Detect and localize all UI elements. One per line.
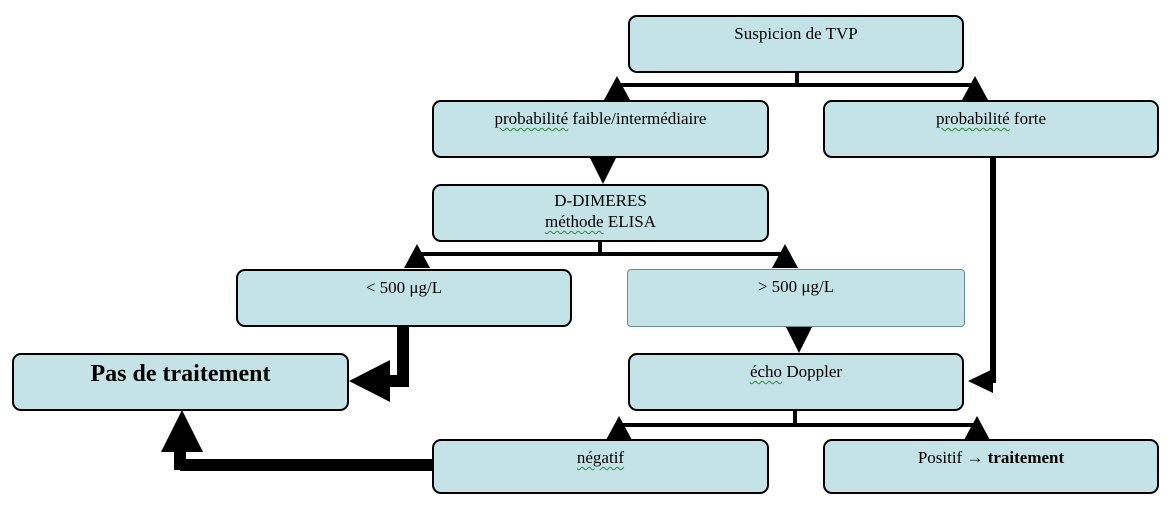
- node-ddimeres-line2-rest: ELISA: [603, 212, 656, 231]
- connector-lt500-to-no-treatment: [349, 325, 409, 402]
- node-positif-bold: traitement: [987, 448, 1065, 467]
- node-probability-high: probabilité forte: [823, 100, 1159, 158]
- node-suspicion-tvp: Suspicion de TVP: [628, 15, 964, 73]
- spellcheck-word: probabilité: [936, 109, 1010, 128]
- node-ddimeres-line2: méthode ELISA: [545, 211, 656, 232]
- node-lt-500-label: < 500 μg/L: [365, 278, 443, 297]
- node-no-treatment: Pas de traitement: [12, 353, 349, 411]
- connector-prob-high-to-echo: [968, 157, 996, 393]
- spellcheck-word: probabilité: [494, 109, 569, 128]
- node-echo-doppler-label: écho Doppler: [750, 361, 842, 382]
- node-echo-doppler-rest: Doppler: [782, 362, 843, 381]
- spellcheck-word: écho: [749, 362, 783, 381]
- connector-ddimeres-split: [404, 241, 798, 268]
- spellcheck-word: négatif: [576, 448, 625, 467]
- right-arrow-icon: →: [966, 448, 984, 467]
- connector-suspicion-to-probabilities: [604, 72, 988, 100]
- node-no-treatment-label: Pas de traitement: [90, 361, 271, 387]
- node-probability-low: probabilité faible/intermédiaire: [432, 100, 769, 158]
- node-ddimeres-line1: D-DIMERES: [554, 191, 647, 210]
- node-ddimeres: D-DIMERES méthode ELISA: [432, 184, 769, 242]
- connector-prob-low-to-ddimeres: [590, 158, 616, 184]
- node-positif-text: Positif: [917, 448, 963, 467]
- node-probability-high-rest: forte: [1009, 109, 1046, 128]
- connector-gt500-to-echo: [786, 327, 812, 353]
- node-probability-high-label: probabilité forte: [936, 108, 1046, 129]
- node-probability-low-label: probabilité faible/intermédiaire: [495, 108, 707, 129]
- node-lt-500: < 500 μg/L: [236, 269, 572, 327]
- connector-echo-split: [606, 409, 990, 440]
- node-gt-500: > 500 μg/L: [627, 269, 965, 327]
- node-positif: Positif → traitement: [823, 439, 1159, 494]
- connector-negatif-to-no-treatment: [161, 410, 433, 471]
- spellcheck-word: méthode: [545, 212, 604, 231]
- node-gt-500-label: > 500 μg/L: [757, 277, 835, 296]
- node-negatif: négatif: [432, 439, 769, 494]
- node-echo-doppler: écho Doppler: [628, 353, 964, 411]
- node-negatif-label: négatif: [577, 447, 624, 468]
- node-suspicion-label: Suspicion de TVP: [734, 24, 858, 43]
- node-positif-label: Positif → traitement: [918, 447, 1064, 468]
- node-probability-low-rest: faible/intermédiaire: [568, 109, 707, 128]
